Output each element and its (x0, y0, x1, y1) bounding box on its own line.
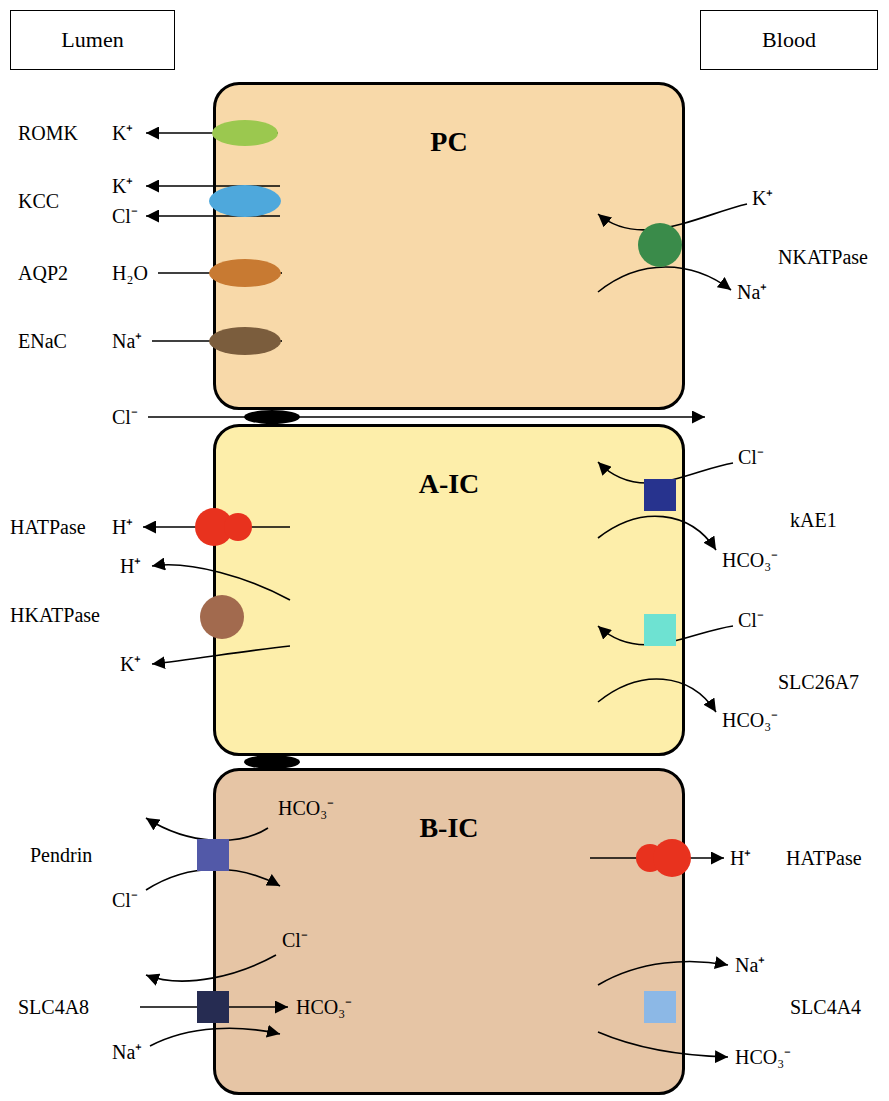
label-anchor: kAE1 (790, 508, 837, 532)
transport-label: HCO₃⁻ (735, 1045, 791, 1069)
cell-name: A-IC (216, 467, 682, 501)
pump-symbol (638, 223, 682, 267)
label-anchor: Na⁺ (735, 953, 765, 977)
label-anchor: Cl⁻ (112, 204, 138, 228)
label-anchor: HATPase (786, 846, 862, 870)
transport-label: Na⁺ (735, 953, 765, 977)
transport-label: HCO₃⁻ (296, 995, 352, 1019)
cell-body: A-IC (213, 424, 685, 756)
label-anchor: H⁺ (112, 515, 133, 539)
label-anchor: ROMK (18, 121, 78, 145)
label-anchor: KCC (18, 189, 59, 213)
label-anchor: Na⁺ (737, 280, 767, 304)
label-anchor: K⁺ (112, 174, 133, 198)
exchanger-symbol (197, 991, 229, 1023)
channel-symbol (212, 120, 278, 146)
cell-name: PC (216, 125, 682, 159)
transport-label: Na⁺ (112, 1040, 142, 1064)
transport-label: Cl⁻ (738, 608, 764, 632)
transport-label: SLC4A8 (18, 995, 89, 1019)
transport-label: K⁺ (112, 174, 133, 198)
label-anchor: HATPase (10, 515, 86, 539)
transport-label: Na⁺ (737, 280, 767, 304)
transport-label: H⁺ (120, 554, 141, 578)
flux-arrow (148, 416, 705, 418)
channel-symbol (209, 327, 281, 355)
transport-label: HATPase (10, 515, 86, 539)
label-anchor: Cl⁻ (282, 928, 308, 952)
region-box: Lumen (10, 10, 175, 70)
transport-label: Cl⁻ (112, 204, 138, 228)
pump-symbol (224, 513, 252, 541)
label-anchor: Cl⁻ (112, 405, 138, 429)
label-anchor: Na⁺ (112, 1040, 142, 1064)
transport-label: HCO₃⁻ (278, 796, 334, 820)
pump-symbol (200, 595, 244, 639)
label-anchor: Cl⁻ (738, 608, 764, 632)
transport-label: kAE1 (790, 508, 837, 532)
label-anchor: H⁺ (120, 554, 141, 578)
transport-label: NKATPase (778, 245, 868, 269)
transport-label: H⁺ (730, 846, 751, 870)
label-anchor: ENaC (18, 329, 67, 353)
transport-label: Cl⁻ (112, 405, 138, 429)
region-label: Blood (762, 27, 816, 53)
cotransporter-symbol (209, 185, 281, 217)
transport-label: HATPase (786, 846, 862, 870)
label-anchor: K⁺ (752, 186, 773, 210)
transport-label: K⁺ (120, 652, 141, 676)
channel-symbol (209, 259, 281, 287)
transport-label: Pendrin (30, 843, 92, 867)
label-anchor: HCO₃⁻ (735, 1045, 791, 1069)
transport-label: KCC (18, 189, 59, 213)
transport-label: ENaC (18, 329, 67, 353)
tight-junction (244, 755, 300, 769)
transport-label: HCO₃⁻ (722, 708, 778, 732)
label-anchor: Pendrin (30, 843, 92, 867)
region-label: Lumen (61, 27, 123, 53)
label-anchor: HCO₃⁻ (722, 708, 778, 732)
label-anchor: SLC4A8 (18, 995, 89, 1019)
label-anchor: SLC4A4 (790, 995, 861, 1019)
label-anchor: K⁺ (112, 121, 133, 145)
cell-body: PC (213, 82, 685, 410)
label-anchor: AQP2 (18, 261, 68, 285)
transport-label: Na⁺ (112, 329, 142, 353)
transport-label: SLC4A4 (790, 995, 861, 1019)
exchanger-symbol (644, 614, 676, 646)
label-anchor: HCO₃⁻ (296, 995, 352, 1019)
transport-label: HKATPase (10, 603, 100, 627)
label-anchor: H⁺ (730, 846, 751, 870)
transport-label: Cl⁻ (282, 928, 308, 952)
label-anchor: Cl⁻ (738, 445, 764, 469)
label-anchor: HKATPase (10, 603, 100, 627)
exchanger-symbol (644, 479, 676, 511)
transport-label: AQP2 (18, 261, 68, 285)
pump-symbol (653, 839, 691, 877)
label-anchor: K⁺ (120, 652, 141, 676)
region-box: Blood (700, 10, 878, 70)
label-anchor: SLC26A7 (778, 670, 859, 694)
transport-label: H₂O (112, 261, 148, 285)
transport-label: SLC26A7 (778, 670, 859, 694)
exchanger-symbol (197, 839, 229, 871)
label-anchor: HCO₃⁻ (278, 796, 334, 820)
label-anchor: Cl⁻ (112, 888, 138, 912)
label-anchor: Na⁺ (112, 329, 142, 353)
transport-label: H⁺ (112, 515, 133, 539)
transport-label: HCO₃⁻ (722, 548, 778, 572)
transport-label: ROMK (18, 121, 78, 145)
transport-label: Cl⁻ (738, 445, 764, 469)
tight-junction (244, 410, 300, 424)
label-anchor: HCO₃⁻ (722, 548, 778, 572)
transport-label: Cl⁻ (112, 888, 138, 912)
transport-label: K⁺ (752, 186, 773, 210)
label-anchor: H₂O (112, 261, 148, 285)
label-anchor: NKATPase (778, 245, 868, 269)
cotransporter-symbol (644, 991, 676, 1023)
transport-label: K⁺ (112, 121, 133, 145)
